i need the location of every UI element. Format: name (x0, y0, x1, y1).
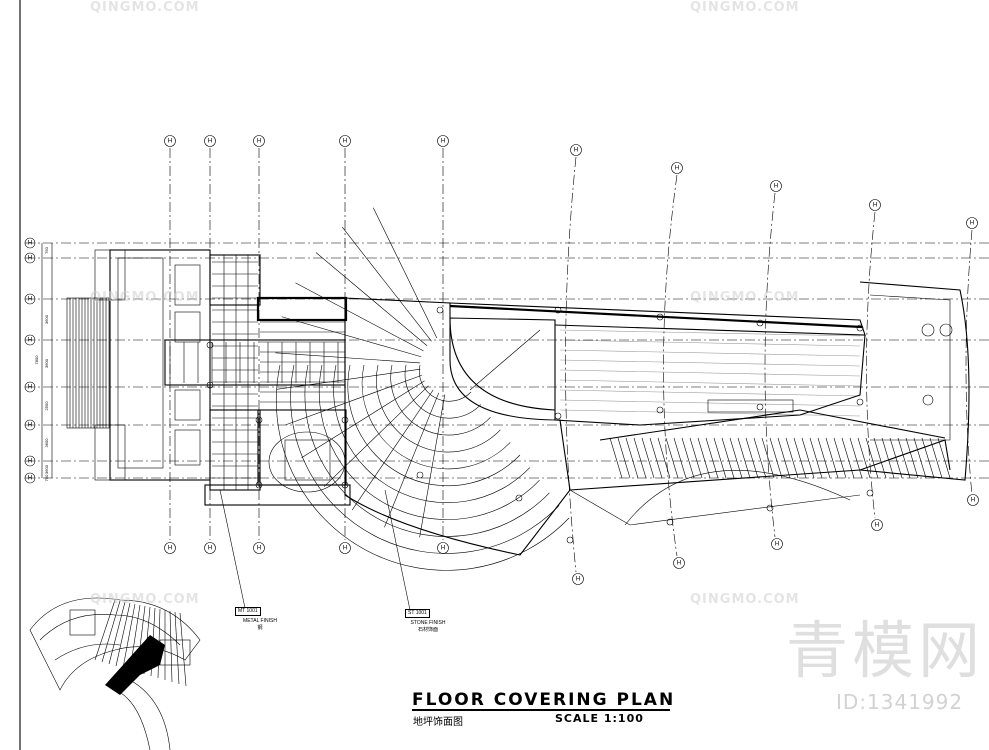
svg-text:H: H (343, 545, 348, 552)
svg-text:H: H (28, 240, 33, 247)
svg-text:H: H (28, 458, 33, 465)
material-tag-caption-en: STONE FINISH (410, 620, 446, 626)
watermark-id: ID:1341992 (836, 690, 964, 714)
dimension-label: 750 (44, 246, 49, 253)
dimension-label: 3600 (44, 314, 49, 324)
dimension-label: 3600 (44, 464, 49, 474)
dimension-label: 750 (44, 474, 49, 481)
svg-text:H: H (574, 147, 579, 154)
svg-text:H: H (971, 497, 976, 504)
svg-text:H: H (343, 138, 348, 145)
svg-text:H: H (28, 337, 33, 344)
svg-text:H: H (875, 522, 880, 529)
svg-text:H: H (28, 422, 33, 429)
dimension-label: 7800 (34, 355, 39, 365)
svg-text:H: H (677, 560, 682, 567)
svg-text:H: H (257, 545, 262, 552)
svg-text:H: H (28, 296, 33, 303)
key-plan (29, 597, 201, 750)
dimension-label: 3600 (44, 438, 49, 448)
svg-text:H: H (441, 138, 446, 145)
grid-bubbles-top: H H H H H H H H H H (164, 135, 978, 229)
svg-text:H: H (576, 576, 581, 583)
tag-leaders (219, 489, 411, 611)
drawing-title: FLOOR COVERING PLAN (412, 690, 676, 710)
material-tag-code: MT 1001 (235, 607, 261, 616)
svg-text:H: H (208, 545, 213, 552)
svg-text:H: H (873, 202, 878, 209)
dimension-label: 3600 (44, 358, 49, 368)
title-underline (412, 709, 670, 711)
dimension-label: 2550 (44, 401, 49, 411)
material-tag-caption: STONE FINISH 石材饰面 (398, 620, 458, 633)
grid-bubbles-left: H H H H H H H H (24, 237, 36, 484)
svg-text:H: H (774, 183, 779, 190)
svg-text:H: H (775, 541, 780, 548)
left-building (109, 249, 351, 506)
watermark-brand: 青模网 (786, 614, 985, 687)
svg-text:H: H (28, 255, 33, 262)
grid-bubbles-bottom: H H H H H H H H H H (164, 494, 979, 585)
svg-text:H: H (441, 545, 446, 552)
svg-text:H: H (28, 475, 33, 482)
svg-text:H: H (168, 138, 173, 145)
material-tag-caption-cn: 石材饰面 (417, 627, 438, 633)
svg-text:H: H (257, 138, 262, 145)
svg-text:H: H (675, 165, 680, 172)
material-tag-caption: METAL FINISH 钢 (230, 618, 290, 631)
svg-text:H: H (28, 384, 33, 391)
drawing-scale: SCALE 1:100 (555, 712, 644, 725)
material-tag-code: ST 1001 (405, 609, 430, 618)
material-tag-caption-en: METAL FINISH (243, 618, 277, 624)
drawing-title-cn: 地坪饰面图 (413, 717, 463, 728)
svg-text:H: H (208, 138, 213, 145)
radial-paving (275, 207, 571, 571)
right-wing (206, 281, 970, 544)
material-tag-caption-cn: 钢 (257, 625, 263, 631)
svg-text:H: H (970, 220, 975, 227)
svg-text:H: H (168, 545, 173, 552)
horizontal-grid-lines (25, 242, 989, 479)
entrance-steps (66, 249, 126, 481)
